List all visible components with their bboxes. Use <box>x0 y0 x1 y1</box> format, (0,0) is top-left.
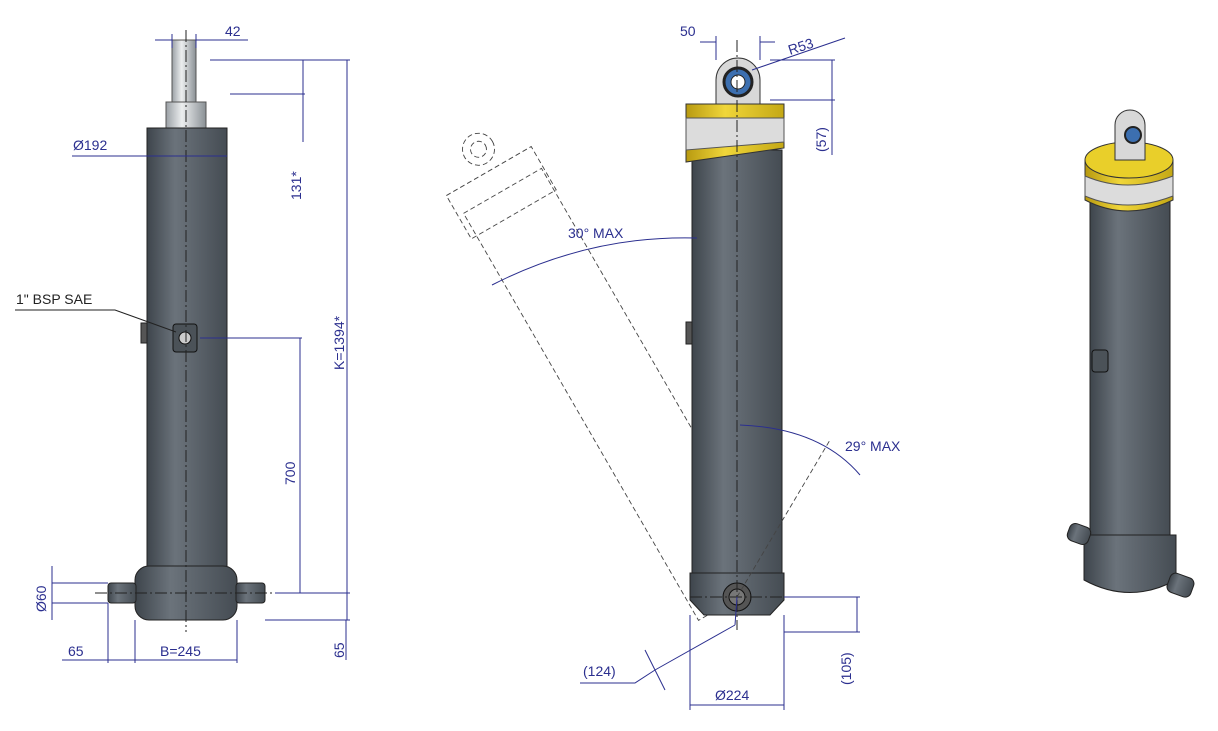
dim-closed-length: K=1394* <box>331 315 347 370</box>
dim-port-height: 700 <box>282 461 298 485</box>
iso-trunnion <box>1083 534 1177 593</box>
dim-rod-width: 42 <box>225 23 241 39</box>
dim-trunnion-width: B=245 <box>160 643 201 659</box>
port-label: 1" BSP SAE <box>16 291 92 307</box>
tilt-back-label: 29° MAX <box>845 438 901 454</box>
dim-eye-height: (57) <box>813 127 829 152</box>
front-view: 42 Ø192 131* K=1394* 700 65 1" BSP SAE Ø… <box>15 23 350 663</box>
port-hole <box>178 331 192 345</box>
side-bracket <box>685 321 693 345</box>
dim-pin-diameter: Ø60 <box>33 585 49 612</box>
tilt-forward-label: 30° MAX <box>568 225 624 241</box>
iso-view <box>1066 109 1195 598</box>
dim-pin-length: 65 <box>68 643 84 659</box>
head-band <box>685 117 785 151</box>
dim-bottom-offset: 65 <box>331 642 347 658</box>
dim-trunnion-diameter: Ø224 <box>715 687 749 703</box>
side-view: 50 R53 (57) 30° MAX 29° MAX (124) Ø224 (… <box>445 23 901 710</box>
bracket <box>140 322 148 344</box>
dim-eye-radius: R53 <box>786 35 816 58</box>
dim-trunnion-height: (105) <box>838 652 854 685</box>
dim-top-offset: 131* <box>288 171 304 200</box>
dim-barrel-diameter: Ø192 <box>73 137 107 153</box>
eye-hole <box>730 74 746 90</box>
dim-eye-width: 50 <box>680 23 696 39</box>
dim-swing-radius: (124) <box>583 663 616 679</box>
piston-rod <box>171 39 197 103</box>
iso-band <box>1084 175 1174 206</box>
iso-port <box>1091 349 1109 373</box>
